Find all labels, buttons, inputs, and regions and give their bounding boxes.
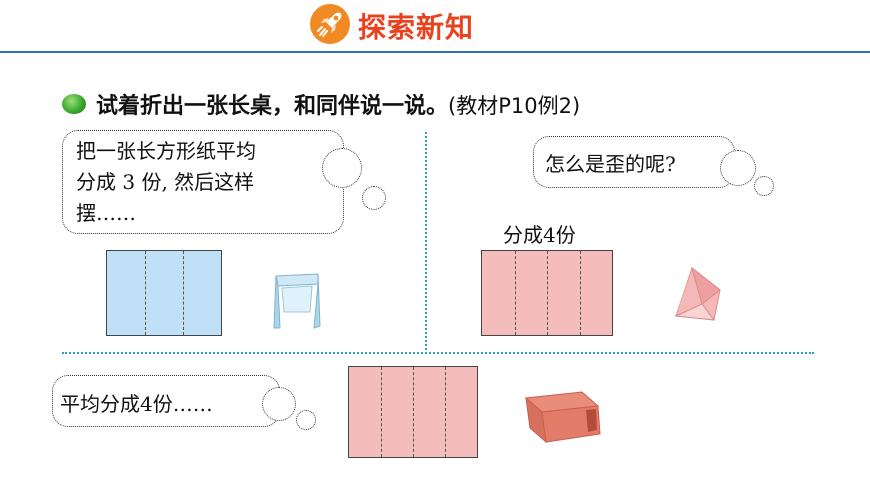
bubble-line: 把一张长方形纸平均 (76, 139, 256, 163)
section-title: 探索新知 (358, 11, 475, 44)
fold-line (514, 251, 516, 335)
header-rule (0, 51, 870, 53)
thought-circle-small (296, 410, 316, 430)
paper-divided-three (106, 250, 222, 336)
bubble-line: 分成 3 份, 然后这样 (76, 170, 255, 194)
label-four-parts: 分成4份 (503, 223, 576, 247)
bubble-text-question: 怎么是歪的呢? (545, 152, 676, 176)
rocket-icon (310, 4, 350, 44)
speech-bubble-fold-three (62, 130, 344, 234)
crooked-fold-pink-image (674, 266, 721, 321)
fold-line (381, 367, 382, 457)
box-fold-pink-image (524, 391, 601, 444)
speech-bubble-question (533, 136, 735, 188)
thought-circle-large (720, 150, 756, 186)
thought-circle-large (262, 387, 296, 421)
textbook-reference: (教材P10例2) (448, 94, 581, 118)
horizontal-divider (62, 352, 814, 354)
fold-line (144, 251, 146, 335)
speech-bubble-fold-four (52, 375, 280, 427)
paper-divided-four-top (481, 250, 613, 336)
thought-circle-large (322, 148, 362, 188)
thought-circle-small (362, 186, 386, 210)
fold-line (413, 367, 414, 457)
bullet-icon (62, 94, 86, 114)
fold-line (547, 251, 548, 335)
bubble-line: 摆…… (76, 201, 136, 225)
fold-line (182, 251, 184, 335)
folded-table-blue-image (273, 273, 321, 329)
fold-line (579, 251, 581, 335)
thought-circle-small (754, 176, 774, 196)
task-text: 试着折出一张长桌，和同伴说一说。 (96, 94, 449, 119)
bubble-text-fold-three: 把一张长方形纸平均 分成 3 份, 然后这样 摆…… (76, 136, 326, 229)
task-instruction: 试着折出一张长桌，和同伴说一说。(教材P10例2) (96, 88, 580, 120)
fold-line (445, 367, 446, 457)
vertical-divider (425, 132, 427, 354)
paper-divided-four-bottom (348, 366, 478, 458)
bubble-text-fold-four: 平均分成4份…… (60, 392, 213, 416)
